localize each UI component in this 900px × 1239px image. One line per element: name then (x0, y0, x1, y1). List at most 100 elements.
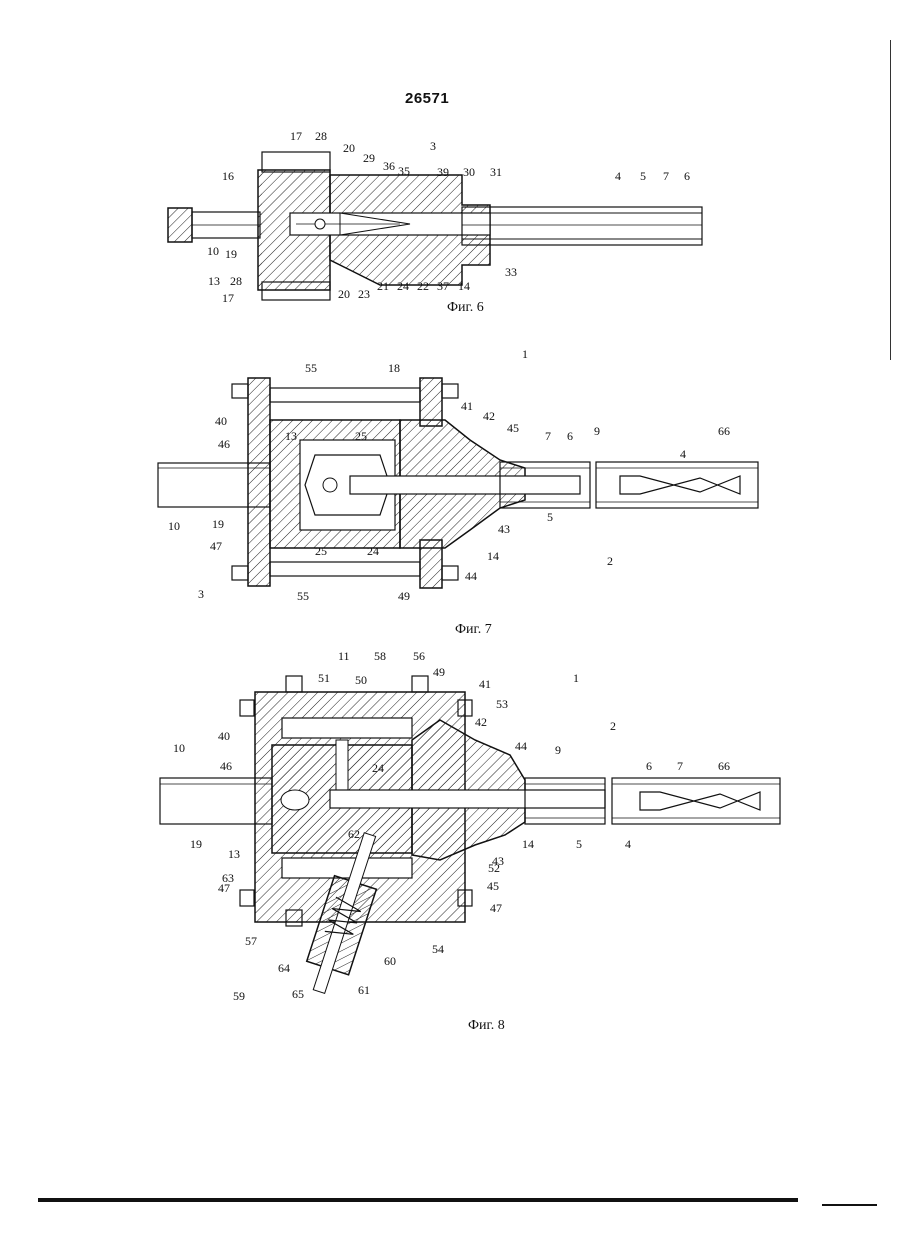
callout-label: 62 (348, 827, 360, 841)
fig8-shapes (160, 676, 780, 999)
callout-label: 5 (576, 837, 582, 851)
callout-label: 59 (233, 989, 245, 1003)
callout-label: 2 (607, 554, 613, 568)
callout-label: 24 (367, 544, 379, 558)
callout-label: 39 (437, 165, 449, 179)
callout-label: 49 (433, 665, 445, 679)
callout-label: 3 (198, 587, 204, 601)
callout-label: 33 (505, 265, 517, 279)
callout-label: 16 (222, 169, 234, 183)
callout-label: 49 (398, 589, 410, 603)
callout-label: 42 (475, 715, 487, 729)
callout-label: 25 (355, 429, 367, 443)
figure-6-caption: Фиг. 6 (447, 300, 484, 316)
callout-label: 17 (290, 129, 302, 143)
callout-label: 66 (718, 424, 730, 438)
callout-label: 24 (372, 761, 384, 775)
callout-label: 19 (212, 517, 224, 531)
callout-label: 7 (663, 169, 669, 183)
bottom-rule (38, 1198, 798, 1202)
callout-label: 3 (430, 139, 436, 153)
callout-label: 6 (684, 169, 690, 183)
callout-label: 28 (315, 129, 327, 143)
callout-label: 55 (305, 361, 317, 375)
callout-label: 44 (465, 569, 477, 583)
callout-label: 47 (490, 901, 502, 915)
callout-label: 31 (490, 165, 502, 179)
callout-label: 11 (338, 649, 350, 663)
callout-label: 17 (222, 291, 234, 305)
callout-label: 19 (190, 837, 202, 851)
callout-label: 10 (173, 741, 185, 755)
callout-label: 28 (230, 274, 242, 288)
callout-label: 30 (463, 165, 475, 179)
callout-label: 63 (222, 871, 234, 885)
callout-label: 29 (363, 151, 375, 165)
callout-label: 56 (413, 649, 425, 663)
callout-label: 55 (297, 589, 309, 603)
callout-label: 45 (487, 879, 499, 893)
callout-label: 6 (646, 759, 652, 773)
callout-label: 41 (461, 399, 473, 413)
callout-label: 2 (610, 719, 616, 733)
callout-label: 13 (285, 429, 297, 443)
callout-label: 60 (384, 954, 396, 968)
callout-label: 21 (377, 279, 389, 293)
callout-label: 25 (315, 544, 327, 558)
callout-label: 1 (573, 671, 579, 685)
callout-label: 51 (318, 671, 330, 685)
bottom-rule-right (822, 1204, 877, 1206)
callout-label: 24 (397, 279, 409, 293)
callout-label: 6 (567, 429, 573, 443)
callout-label: 7 (677, 759, 683, 773)
callout-label: 18 (388, 361, 400, 375)
callout-label: 5 (547, 510, 553, 524)
callout-label: 4 (680, 447, 686, 461)
callout-label: 1 (522, 347, 528, 361)
callout-label: 7 (545, 429, 551, 443)
callout-label: 9 (555, 743, 561, 757)
callout-label: 10 (168, 519, 180, 533)
callout-label: 5 (640, 169, 646, 183)
callout-label: 36 (383, 159, 395, 173)
callout-label: 47 (210, 539, 222, 553)
callout-label: 4 (615, 169, 621, 183)
figure-8-caption: Фиг. 8 (468, 1018, 505, 1034)
callout-label: 20 (343, 141, 355, 155)
callout-label: 43 (498, 522, 510, 536)
callout-label: 19 (225, 247, 237, 261)
callout-label: 35 (398, 164, 410, 178)
callout-label: 4 (625, 837, 631, 851)
callout-label: 9 (594, 424, 600, 438)
callout-label: 37 (437, 279, 449, 293)
callout-label: 61 (358, 983, 370, 997)
right-margin-line (890, 40, 891, 360)
fig7-shapes (158, 378, 758, 588)
callout-label: 41 (479, 677, 491, 691)
callout-label: 23 (358, 287, 370, 301)
callout-label: 65 (292, 987, 304, 1001)
callout-label: 40 (218, 729, 230, 743)
callout-label: 52 (488, 861, 500, 875)
callout-label: 20 (338, 287, 350, 301)
callout-label: 42 (483, 409, 495, 423)
callout-label: 64 (278, 961, 290, 975)
callout-label: 45 (507, 421, 519, 435)
callout-label: 53 (496, 697, 508, 711)
callout-label: 44 (515, 739, 527, 753)
fig6-shapes (168, 152, 702, 300)
callout-label: 54 (432, 942, 444, 956)
callout-label: 14 (458, 279, 470, 293)
callout-label: 40 (215, 414, 227, 428)
callout-label: 14 (522, 837, 534, 851)
callout-label: 58 (374, 649, 386, 663)
figure-7-caption: Фиг. 7 (455, 622, 492, 638)
callout-label: 10 (207, 244, 219, 258)
callout-label: 13 (228, 847, 240, 861)
callout-label: 14 (487, 549, 499, 563)
callout-label: 50 (355, 673, 367, 687)
callout-label: 66 (718, 759, 730, 773)
callout-label: 46 (218, 437, 230, 451)
